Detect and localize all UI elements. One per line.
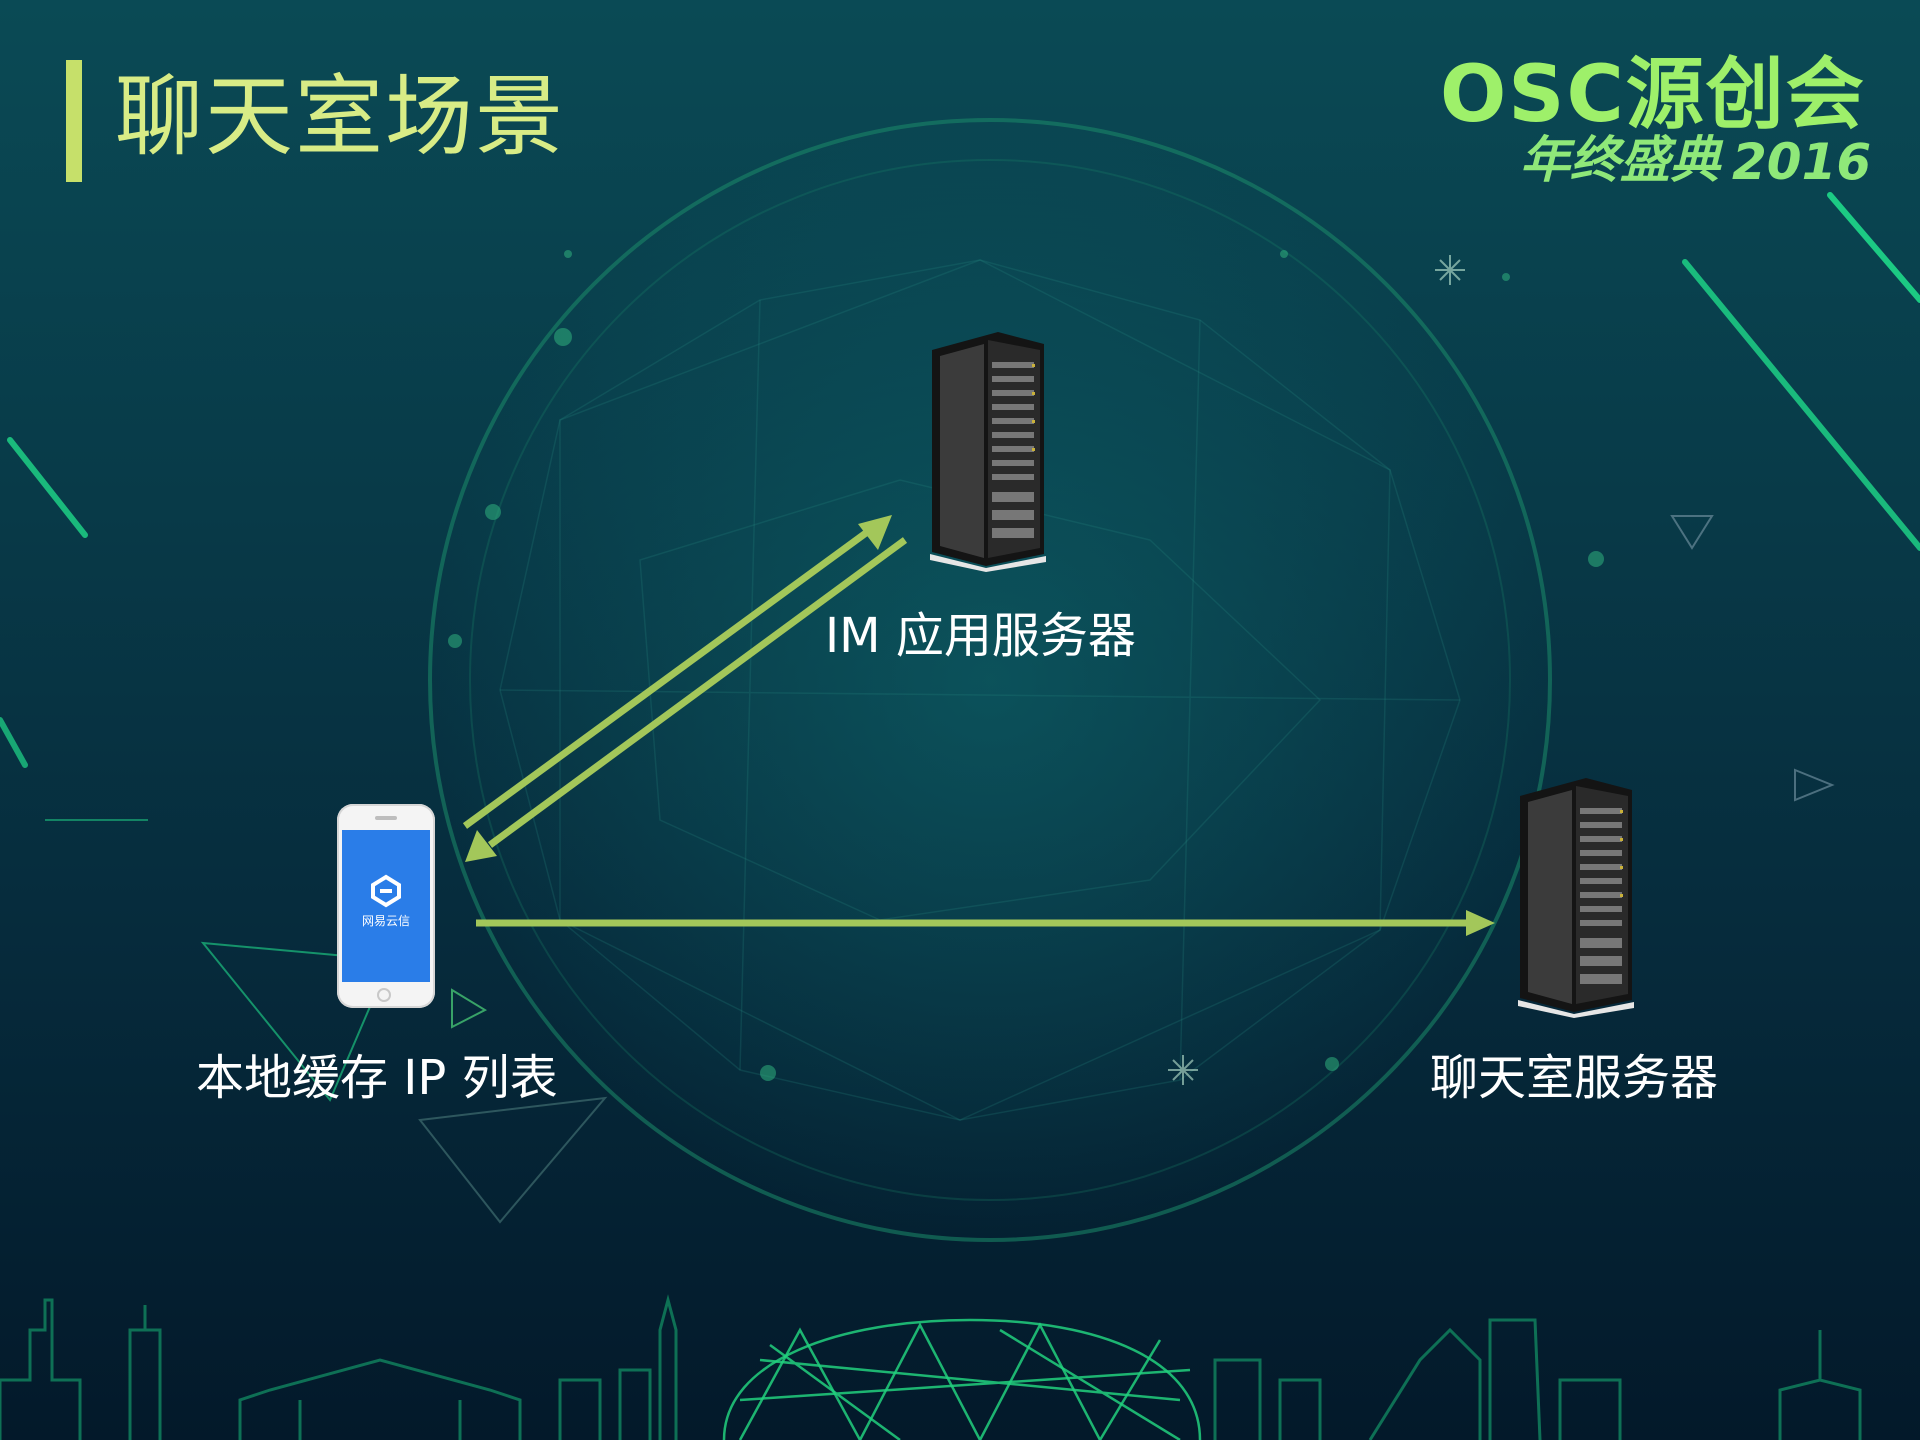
globe-ring-inner <box>469 159 1511 1201</box>
im-server-label: IM 应用服务器 <box>825 608 1136 664</box>
yunxin-logo-icon <box>371 874 401 908</box>
decor-lines <box>0 192 1920 768</box>
title-accent-bar <box>66 60 82 182</box>
im-server-icon <box>930 332 1046 572</box>
arrow-client-to-im <box>462 527 873 829</box>
client-label: 本地缓存 IP 列表 <box>196 1050 558 1106</box>
globe-dots <box>448 250 1604 1081</box>
globe-glow <box>430 120 1550 1240</box>
phone-home-button <box>377 988 391 1002</box>
arrow-client-to-chat-head <box>1466 910 1495 936</box>
sparkles <box>1168 255 1465 1085</box>
birds-nest-stadium <box>722 1318 1202 1440</box>
arrow-im-to-client-head <box>465 830 497 862</box>
phone-screen: 网易云信 <box>342 830 430 982</box>
logo-year-text: 2016 <box>1732 133 1872 191</box>
city-skyline <box>0 1294 1862 1440</box>
logo-sub-text: 年终盛典 <box>1520 131 1720 189</box>
arrow-im-to-client <box>487 537 908 848</box>
chat-server-label: 聊天室服务器 <box>1430 1050 1719 1106</box>
slide-title: 聊天室场景 <box>115 65 566 168</box>
arrow-client-to-im-head <box>858 515 892 550</box>
phone-app-name: 网易云信 <box>361 914 410 928</box>
chat-server-icon <box>1518 778 1634 1018</box>
globe-ring <box>428 118 1552 1242</box>
phone-speaker <box>375 816 397 820</box>
decor-triangles <box>200 515 1835 1224</box>
logo-main-text: OSC源创会 <box>1440 50 1866 140</box>
phone-device: 网易云信 <box>337 804 435 1008</box>
